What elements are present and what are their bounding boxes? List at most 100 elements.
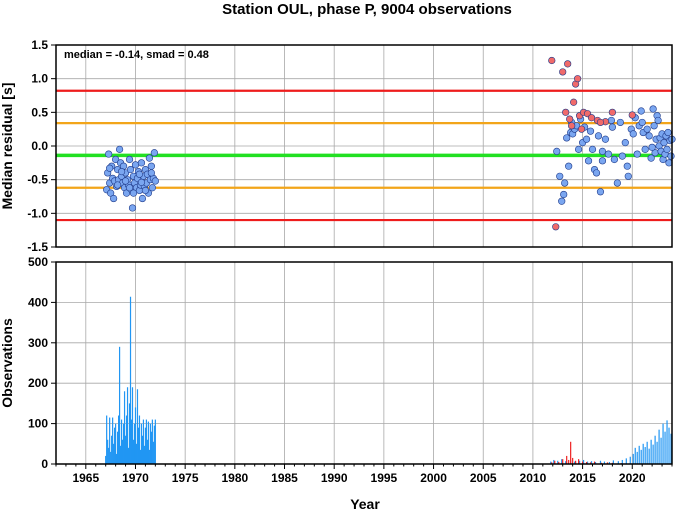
observation-bar: [142, 419, 145, 464]
residual-point: [663, 145, 671, 153]
residual-point: [574, 75, 582, 83]
residual-point: [598, 147, 607, 155]
residual-point: [637, 107, 645, 115]
residual-point: [117, 167, 126, 176]
observation-bar: [606, 462, 609, 464]
residual-point: [125, 184, 134, 192]
residual-point: [556, 172, 564, 180]
observation-bar: [568, 459, 570, 464]
residual-point: [113, 181, 122, 189]
observation-bar: [578, 459, 580, 464]
observation-bar: [125, 415, 128, 464]
observation-bar: [117, 415, 120, 464]
observation-bar: [636, 451, 638, 464]
observation-bar: [138, 415, 141, 464]
residual-point: [150, 149, 158, 157]
observation-bar: [634, 447, 636, 464]
residual-point: [613, 179, 621, 187]
observation-bar: [130, 419, 133, 464]
observation-bar: [143, 445, 146, 464]
observation-bar: [123, 391, 126, 464]
residual-point: [638, 118, 646, 127]
residual-point: [588, 145, 597, 153]
residual-point: [641, 145, 649, 153]
observation-bar: [557, 460, 559, 464]
residual-point: [618, 152, 626, 160]
x-tick-label: 2000: [420, 471, 447, 485]
observation-bar: [581, 461, 584, 464]
top-y-axis-label: Median residual [s]: [0, 83, 15, 210]
residual-point: [596, 188, 605, 196]
observation-bar: [617, 461, 619, 464]
residual-point: [584, 157, 593, 165]
bottom-y-tick-label: 500: [28, 255, 48, 269]
bottom-y-tick-label: 200: [28, 376, 48, 390]
observation-bar: [154, 419, 156, 464]
stats-annotation: median = -0.14, smad = 0.48: [64, 49, 209, 61]
observation-bar: [117, 431, 119, 464]
observation-bar: [129, 296, 132, 464]
residual-point: [560, 190, 568, 199]
observation-bar: [119, 445, 122, 464]
x-axis-label: Year: [350, 496, 380, 511]
observation-bar: [554, 460, 556, 464]
observation-bar: [662, 423, 664, 464]
observation-bar: [570, 441, 572, 464]
residual-point: [629, 130, 637, 138]
residual-point: [141, 186, 150, 195]
residual-point: [598, 157, 607, 165]
observation-bar: [656, 441, 658, 464]
residual-point: [562, 108, 570, 116]
residual-point: [552, 223, 560, 231]
observation-bar: [565, 461, 567, 464]
observation-bar: [558, 461, 560, 464]
observation-bar: [113, 443, 115, 464]
observation-bar: [116, 453, 118, 464]
observation-bar: [132, 439, 135, 464]
observation-bar: [106, 415, 108, 464]
chart-title: Station OUL, phase P, 9004 observations: [222, 1, 512, 18]
observation-bar: [579, 460, 581, 464]
x-tick-label: 1995: [371, 471, 398, 485]
residual-point: [608, 108, 616, 116]
residual-point: [126, 165, 135, 174]
observation-bar: [599, 460, 602, 464]
top-y-tick-label: 0.0: [31, 139, 48, 153]
residual-point: [592, 169, 601, 177]
residual-point: [582, 135, 591, 143]
x-tick-label: 1985: [271, 471, 298, 485]
observation-bar: [148, 449, 150, 464]
residual-point: [660, 139, 668, 147]
residual-point: [608, 123, 616, 131]
residual-point: [137, 178, 146, 186]
observation-bar: [654, 435, 656, 464]
observation-bar: [551, 462, 553, 464]
residual-point: [145, 154, 153, 162]
residual-point: [107, 189, 115, 197]
residual-point: [570, 98, 578, 106]
residual-point: [645, 132, 653, 140]
observation-bar: [126, 387, 129, 464]
residual-point: [122, 189, 131, 197]
observation-bar: [112, 417, 114, 464]
observation-bar: [670, 433, 672, 464]
observation-bar: [147, 421, 149, 464]
observation-bar: [136, 389, 139, 464]
observation-bar: [575, 460, 577, 464]
observation-bar: [566, 455, 568, 464]
observation-bar: [582, 459, 585, 464]
observation-bar: [603, 461, 606, 464]
residual-point: [624, 172, 632, 180]
x-tick-label: 1975: [172, 471, 199, 485]
observation-bar: [660, 437, 662, 464]
residual-point: [568, 122, 576, 130]
observation-bar: [141, 435, 144, 464]
residual-point: [643, 125, 651, 133]
residual-point: [575, 145, 583, 153]
observation-bar: [574, 461, 576, 464]
observation-bar: [652, 444, 654, 464]
observation-bar: [134, 407, 137, 464]
observation-bar: [120, 419, 123, 464]
residual-point: [138, 194, 147, 203]
residual-point: [586, 127, 595, 135]
